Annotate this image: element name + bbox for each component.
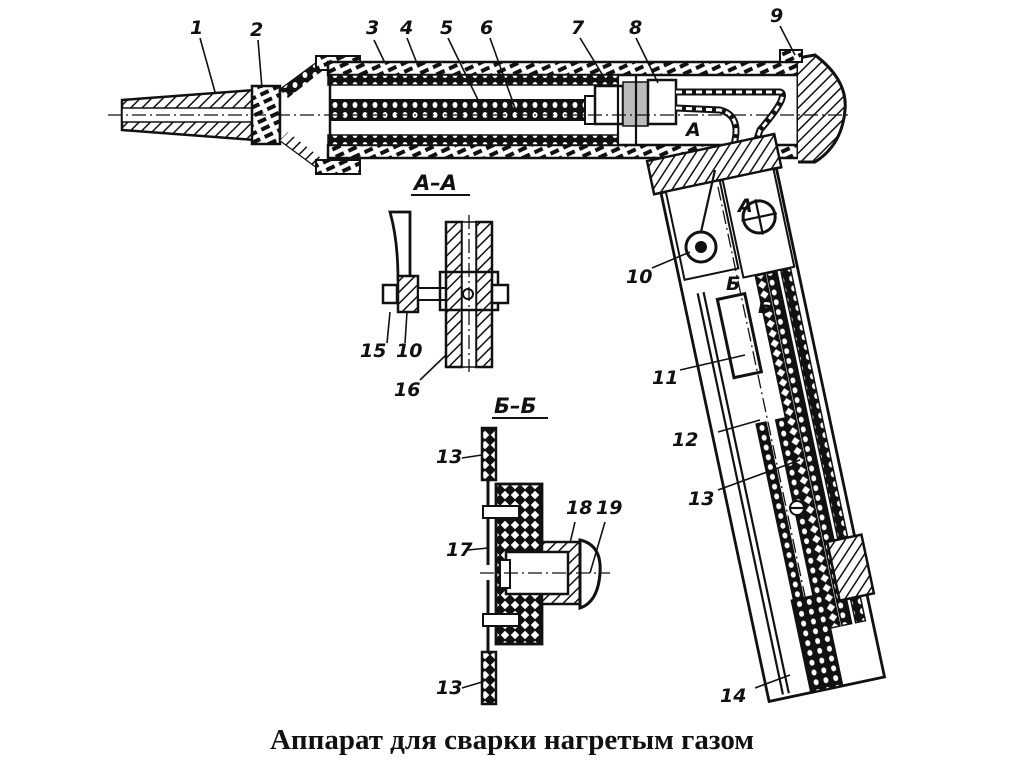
part-label-18: 18 — [566, 497, 592, 519]
part-label-10-section: 10 — [396, 340, 422, 362]
cut-marker-a-1: А — [684, 119, 701, 141]
section-b — [480, 426, 610, 706]
part-label-14: 14 — [720, 685, 746, 707]
section-title-a: А–А — [412, 171, 457, 195]
part-label-19: 19 — [596, 497, 622, 519]
part-label-15: 15 — [360, 340, 386, 362]
air-tube — [675, 88, 786, 177]
part-label-8: 8 — [629, 17, 642, 39]
part-label-13-top: 13 — [436, 446, 462, 468]
handle — [645, 132, 887, 704]
part-label-10: 10 — [626, 266, 652, 288]
part-label-5: 5 — [440, 17, 453, 39]
part-label-3: 3 — [366, 17, 379, 39]
part-label-4: 4 — [399, 17, 413, 39]
part-label-12: 12 — [672, 429, 698, 451]
cut-marker-b-2: Б — [758, 296, 772, 318]
cut-marker-a-2: А — [736, 195, 753, 217]
cut-marker-b-1: Б — [726, 273, 740, 295]
heating-spiral — [329, 99, 591, 121]
handle-screw — [789, 500, 805, 516]
part-label-1: 1 — [190, 17, 203, 39]
part-label-6: 6 — [480, 17, 493, 39]
part-label-9: 9 — [770, 5, 783, 27]
part-label-13: 13 — [688, 488, 714, 510]
trigger-pivot — [684, 169, 718, 264]
part-label-13-bottom: 13 — [436, 677, 462, 699]
part-label-16: 16 — [394, 379, 420, 401]
terminal-blocks — [584, 76, 678, 145]
leader-lines — [199, 25, 801, 689]
part-label-11: 11 — [652, 367, 678, 389]
figure-caption: Аппарат для сварки нагретым газом — [269, 724, 755, 756]
part-label-17: 17 — [446, 539, 473, 561]
part-label-7: 7 — [571, 17, 585, 39]
part-label-2: 2 — [250, 19, 263, 41]
end-cap — [779, 49, 847, 164]
section-a — [381, 210, 510, 372]
section-title-b: Б–Б — [494, 394, 537, 418]
